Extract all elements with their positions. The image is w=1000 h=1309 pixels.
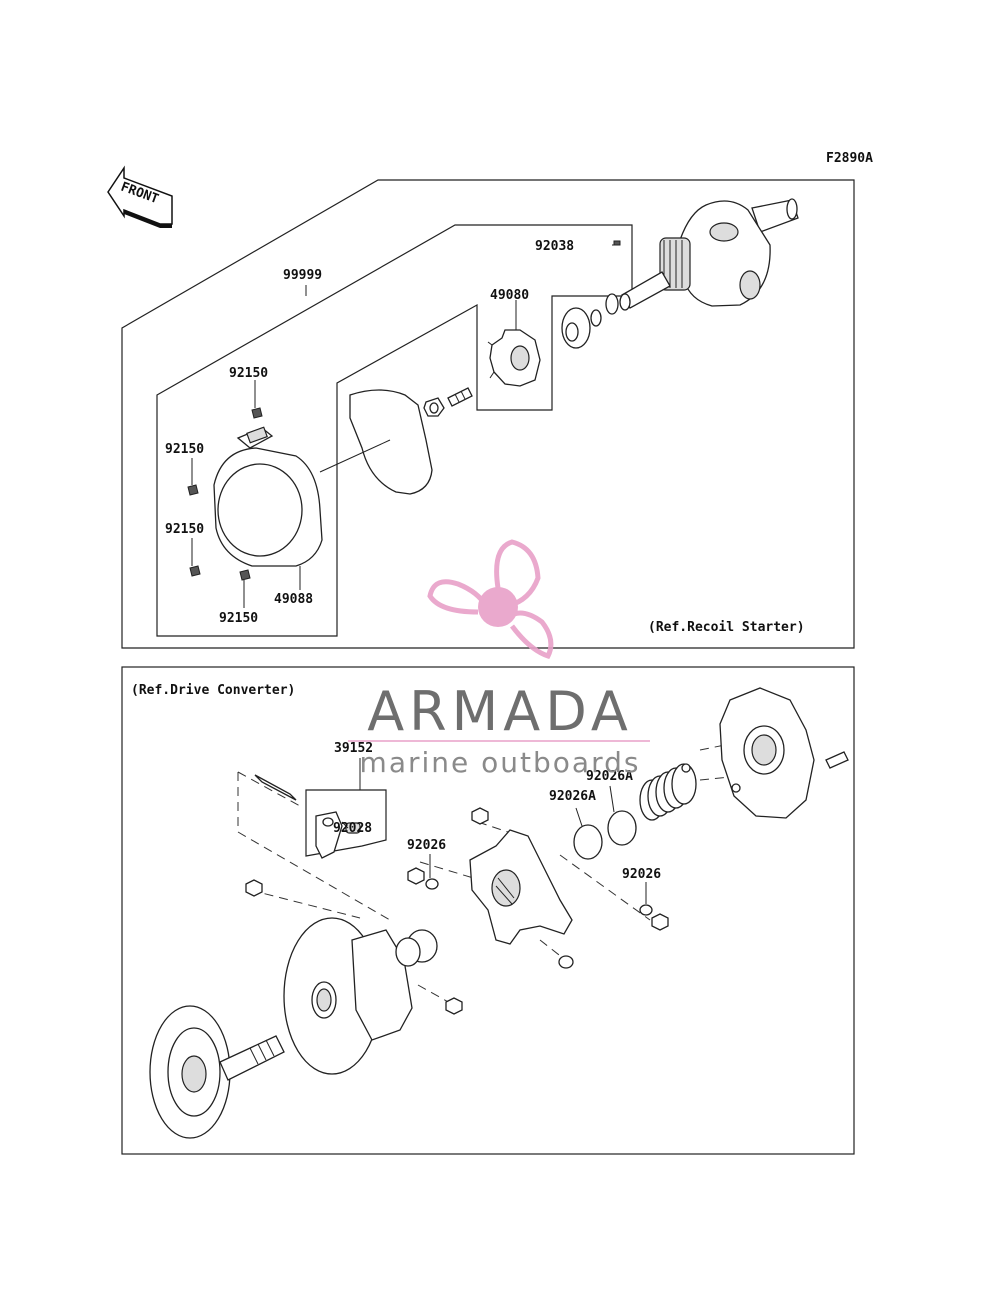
callout-92028: 92028 [333, 821, 372, 836]
callout-92038: 92038 [535, 239, 574, 254]
spider-part [469, 829, 573, 945]
callout-92150-top: 92150 [229, 366, 268, 381]
propeller-logo-icon [427, 539, 554, 660]
pin-part-2 [731, 783, 741, 793]
oring-small-part [590, 309, 602, 327]
crankshaft-part [619, 198, 799, 311]
nut-part [245, 807, 669, 1015]
figure-code: F2890A [826, 151, 873, 166]
callout-92026-left: 92026 [407, 838, 446, 853]
shim-92026A-part-2 [607, 810, 637, 846]
callout-99999: 99999 [283, 268, 322, 283]
assembly-99999-frame [156, 224, 633, 637]
drive-section-frame [121, 666, 855, 1155]
roller-part-2 [558, 955, 574, 969]
fixed-sheave-part [149, 1005, 285, 1139]
movable-sheave-part [283, 917, 413, 1075]
spring-part [639, 763, 697, 821]
callout-92026A-top: 92026A [586, 769, 633, 784]
kit-39152-frame [305, 789, 387, 857]
pin-92038-part [613, 240, 621, 246]
callout-92150-left: 92150 [165, 442, 204, 457]
watermark: ARMADA marine outboards [348, 539, 650, 779]
callout-92150-bottom: 92150 [219, 611, 258, 626]
recoil-section-frame [121, 179, 855, 649]
roller-part [425, 878, 439, 890]
weight-arm-92028-part [254, 774, 361, 859]
callout-92026A-mid: 92026A [549, 789, 596, 804]
drive-ref-label: (Ref.Drive Converter) [131, 683, 295, 698]
roller-part-3 [639, 904, 653, 916]
screw-92150-part [187, 407, 263, 581]
drive-converter-section: (Ref.Drive Converter) [121, 666, 855, 1155]
converter-cover-part [719, 687, 815, 819]
shim-92026A-part [573, 824, 603, 860]
callout-49088: 49088 [274, 592, 313, 607]
recoil-housing-49088-part [213, 426, 323, 567]
starter-pulley-part [561, 307, 591, 349]
pin-part [681, 763, 691, 773]
watermark-brand: ARMADA [367, 680, 633, 743]
front-arrow-icon: FRONT [107, 165, 173, 228]
oring-part [605, 293, 619, 315]
recoil-starter-section: (Ref.Recoil Starter) [121, 179, 855, 649]
bushing-part [395, 929, 438, 967]
callout-92150-low: 92150 [165, 522, 204, 537]
watermark-tagline: marine outboards [360, 746, 641, 779]
gasket-part [349, 389, 433, 495]
callout-92026-right: 92026 [622, 867, 661, 882]
recoil-ref-label: (Ref.Recoil Starter) [648, 620, 805, 635]
callout-39152: 39152 [334, 741, 373, 756]
cover-bolt-part [825, 751, 849, 769]
callout-49080: 49080 [490, 288, 529, 303]
center-bolt-part [423, 387, 473, 417]
ratchet-cup-49080-part [487, 329, 541, 387]
